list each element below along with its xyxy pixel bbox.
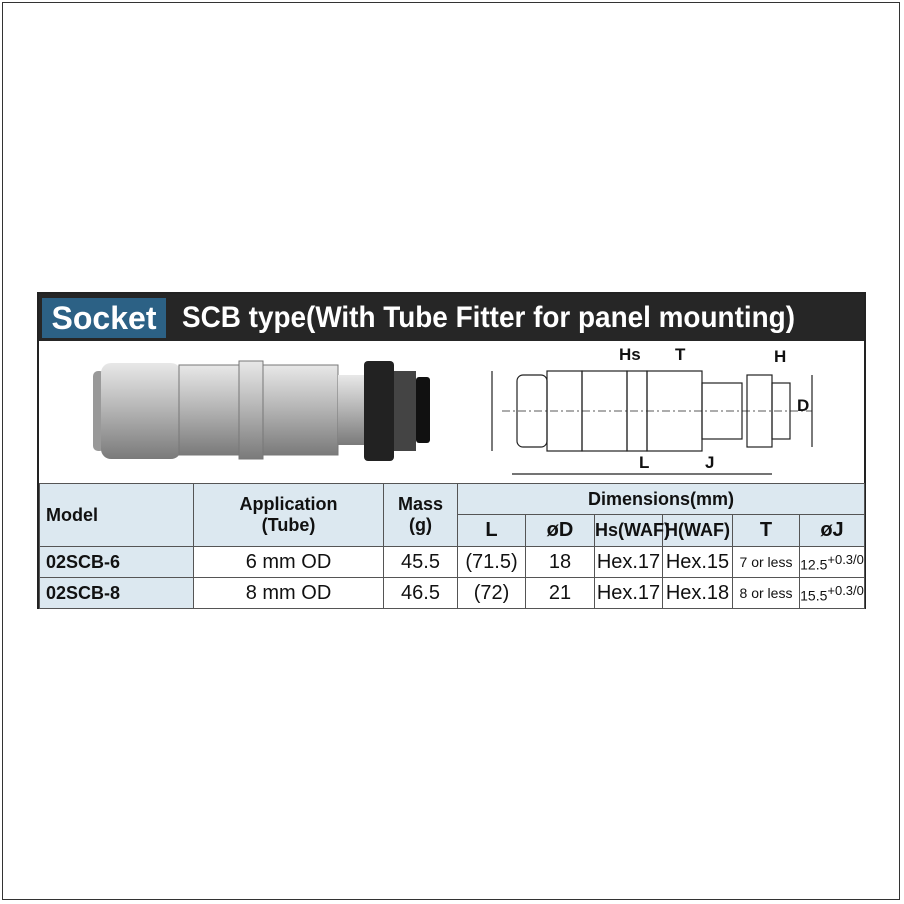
product-photo	[93, 360, 430, 461]
cell-mass: 46.5	[383, 577, 458, 609]
cell-j: 15.5+0.3/0	[798, 577, 866, 609]
label-l: L	[639, 453, 650, 472]
header-t: T	[732, 514, 800, 547]
label-d: D	[797, 396, 810, 415]
cell-t: 8 or less	[732, 577, 800, 609]
title-bar: Socket SCB type(With Tube Fitter for pan…	[39, 294, 864, 341]
cell-j: 12.5+0.3/0	[798, 546, 866, 578]
cell-hs: Hex.17	[594, 577, 663, 609]
category-badge: Socket	[42, 298, 166, 338]
label-t: T	[675, 345, 686, 364]
header-j: øJ	[798, 514, 866, 547]
cell-mass: 45.5	[383, 546, 458, 578]
cell-h: Hex.18	[662, 577, 733, 609]
table-row: 02SCB-6 6 mm OD 45.5 (71.5) 18 Hex.17 He…	[39, 546, 866, 578]
cell-h: Hex.15	[662, 546, 733, 578]
image-area: Hs T H D L J	[39, 341, 864, 483]
header-h: H(WAF)	[662, 514, 733, 547]
product-panel: Socket SCB type(With Tube Fitter for pan…	[37, 292, 866, 609]
cell-d: 18	[525, 546, 595, 578]
header-dimensions: Dimensions(mm)	[456, 483, 866, 515]
cell-d: 21	[525, 577, 595, 609]
cell-model: 02SCB-6	[39, 546, 194, 578]
spec-table: Model Application(Tube) Mass(g) Dimensio…	[39, 483, 866, 609]
cell-t: 7 or less	[732, 546, 800, 578]
cell-application: 6 mm OD	[193, 546, 384, 578]
product-title: SCB type(With Tube Fitter for panel moun…	[182, 301, 795, 334]
label-j: J	[705, 453, 715, 472]
cell-l: (72)	[457, 577, 526, 609]
header-l: L	[457, 514, 526, 547]
header-hs: Hs(WAF)	[594, 514, 670, 547]
cell-model: 02SCB-8	[39, 577, 194, 609]
dimension-drawing	[491, 370, 813, 475]
table-row: 02SCB-8 8 mm OD 46.5 (72) 21 Hex.17 Hex.…	[39, 577, 866, 609]
label-h: H	[774, 347, 787, 366]
header-mass: Mass(g)	[383, 483, 458, 547]
cell-hs: Hex.17	[594, 546, 663, 578]
header-application: Application(Tube)	[193, 483, 384, 547]
header-d: øD	[525, 514, 595, 547]
cell-application: 8 mm OD	[193, 577, 384, 609]
header-model: Model	[39, 483, 194, 547]
cell-l: (71.5)	[457, 546, 526, 578]
label-hs: Hs	[619, 345, 641, 364]
